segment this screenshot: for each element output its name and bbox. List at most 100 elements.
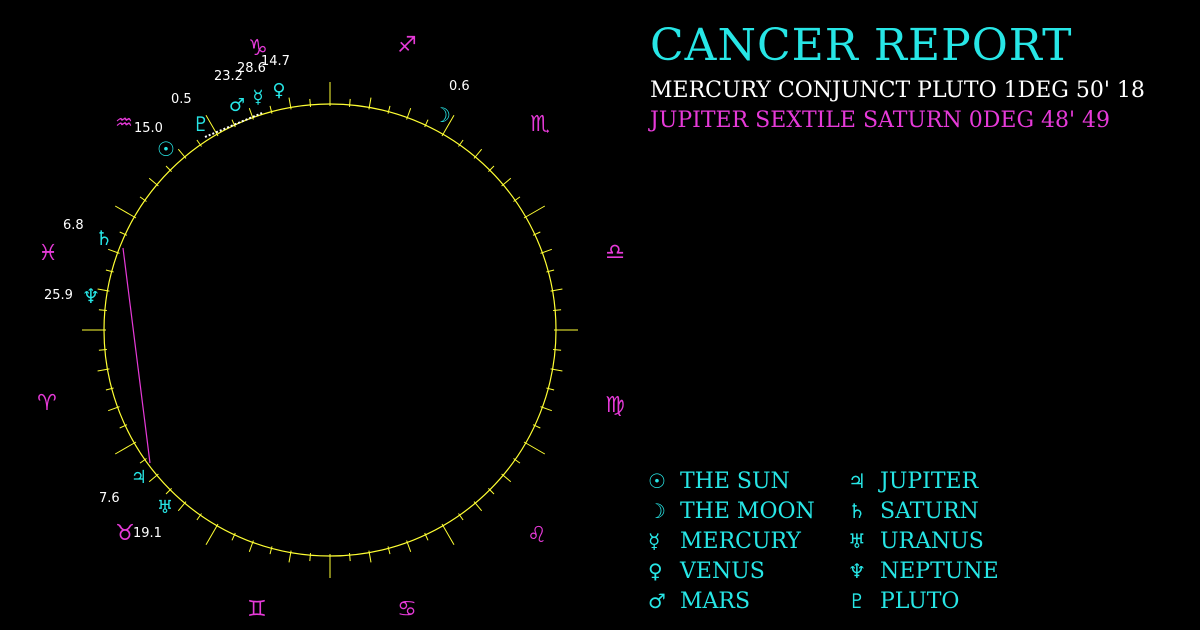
degree-tick xyxy=(231,532,236,541)
jupiter-icon: ♃ xyxy=(848,469,866,493)
legend-item-uranus: ♅ URANUS xyxy=(848,526,999,556)
sign-capricorn-icon: ♑ xyxy=(248,36,268,61)
degree-tick xyxy=(532,424,541,429)
degree-tick xyxy=(441,523,455,546)
degree-tick xyxy=(546,387,555,391)
sign-sagittarius-icon: ♐ xyxy=(397,33,417,58)
degree-tick xyxy=(387,546,391,555)
sign-leo-icon: ♌ xyxy=(527,523,547,548)
degree-tick xyxy=(205,523,219,546)
zodiac-wheel: ♈ ♉ ♊ ♋ ♌ ♍ ♎ ♏ ♐ ♑ ♒ ♓ ☉ ☽ ☿ ♀ ♂ ♃ ♄ ♅ … xyxy=(37,33,625,622)
degree-tick xyxy=(532,231,541,236)
legend-item-mercury: ☿ MERCURY xyxy=(648,526,815,556)
degree-label-neptune: 25.9 xyxy=(44,288,73,303)
planet-neptune-icon: ♆ xyxy=(82,284,100,308)
degree-label-venus: 14.7 xyxy=(261,54,290,69)
mercury-icon: ☿ xyxy=(648,529,661,553)
degree-tick xyxy=(349,553,351,562)
pluto-icon: ♇ xyxy=(848,589,866,613)
sun-icon: ☉ xyxy=(648,469,666,493)
legend-item-mars: ♂MARS xyxy=(648,586,815,616)
degree-tick xyxy=(114,441,137,455)
uranus-icon: ♅ xyxy=(848,529,866,553)
degree-tick xyxy=(424,119,429,128)
aspect-line-1: MERCURY CONJUNCT PLUTO 1DEG 50' 18 xyxy=(650,78,1145,103)
degree-tick xyxy=(165,165,172,172)
legend-label: THE SUN xyxy=(680,468,790,494)
wheel-circle xyxy=(103,103,557,557)
degree-tick xyxy=(231,119,236,128)
legend-label: THE MOON xyxy=(680,498,815,524)
degree-tick xyxy=(309,98,311,107)
saturn-icon: ♄ xyxy=(848,499,866,523)
degree-tick xyxy=(553,309,562,311)
legend-item-moon: ☽ THE MOON xyxy=(648,496,815,526)
degree-tick xyxy=(196,513,202,521)
legend-column-right: ♃ JUPITER ♄ SATURN ♅ URANUS ♆ NEPTUNE ♇ PLUTO xyxy=(848,466,999,616)
degree-tick xyxy=(458,139,464,147)
planet-mars-icon: ♂ xyxy=(229,95,245,116)
degree-tick xyxy=(114,205,137,219)
moon-icon: ☽ xyxy=(648,499,666,523)
planet-jupiter-icon: ♃ xyxy=(131,467,147,488)
legend-label: VENUS xyxy=(680,558,765,584)
degree-tick xyxy=(513,196,521,202)
aspect-line-jupiter-saturn xyxy=(122,247,151,464)
planet-venus-icon: ♀ xyxy=(272,80,285,101)
degree-tick xyxy=(196,139,202,147)
degree-tick xyxy=(546,269,555,273)
planet-moon-icon: ☽ xyxy=(433,103,451,127)
report-title: CANCER REPORT xyxy=(650,20,1073,71)
sign-cancer-icon: ♋ xyxy=(397,597,417,622)
mars-icon: ♂ xyxy=(648,589,666,613)
legend-item-sun: ☉ THE SUN xyxy=(648,466,815,496)
sign-gemini-icon: ♊ xyxy=(247,597,267,622)
degree-tick xyxy=(523,441,546,455)
legend-label: NEPTUNE xyxy=(880,558,999,584)
degree-tick xyxy=(119,231,128,236)
degree-tick xyxy=(523,205,546,219)
legend-label: SATURN xyxy=(880,498,979,524)
legend-label: PLUTO xyxy=(880,588,960,614)
legend-column-left: ☉ THE SUN ☽ THE MOON ☿ MERCURY ♀ VENUS ♂MARS xyxy=(648,466,815,616)
aspect-line-2: JUPITER SEXTILE SATURN 0DEG 48' 49 xyxy=(650,108,1111,133)
sign-taurus-icon: ♉ xyxy=(115,521,135,546)
degree-tick xyxy=(98,349,107,351)
legend-label: URANUS xyxy=(880,528,984,554)
degree-tick xyxy=(441,114,455,137)
degree-label-uranus: 19.1 xyxy=(133,526,162,541)
degree-tick xyxy=(349,98,351,107)
degree-tick xyxy=(424,532,429,541)
degree-tick xyxy=(165,488,172,495)
legend-item-venus: ♀ VENUS xyxy=(648,556,815,586)
sign-pisces-icon: ♓ xyxy=(38,241,58,266)
degree-label-mars: 23.2 xyxy=(214,69,243,84)
legend-label: MERCURY xyxy=(680,528,801,554)
degree-tick xyxy=(98,309,107,311)
degree-tick xyxy=(553,349,562,351)
degree-tick xyxy=(269,546,273,555)
sign-libra-icon: ♎ xyxy=(605,240,625,265)
degree-tick xyxy=(105,269,114,273)
planet-mercury-icon: ☿ xyxy=(252,87,263,108)
planet-saturn-icon: ♄ xyxy=(95,226,113,250)
degree-tick xyxy=(269,105,273,114)
venus-icon: ♀ xyxy=(648,559,663,583)
legend-item-jupiter: ♃ JUPITER xyxy=(848,466,999,496)
legend-label: JUPITER xyxy=(880,468,979,494)
planet-uranus-icon: ♅ xyxy=(157,497,173,518)
degree-tick xyxy=(488,488,495,495)
degree-tick xyxy=(139,196,147,202)
degree-label-aquarius: 15.0 xyxy=(134,121,163,136)
legend-item-pluto: ♇ PLUTO xyxy=(848,586,999,616)
legend-item-saturn: ♄ SATURN xyxy=(848,496,999,526)
neptune-icon: ♆ xyxy=(848,559,866,583)
degree-tick xyxy=(309,553,311,562)
degree-tick xyxy=(205,114,219,137)
degree-tick xyxy=(105,387,114,391)
degree-tick xyxy=(513,458,521,464)
degree-label-mercury: 28.6 xyxy=(237,61,266,76)
planet-sun-icon: ☉ xyxy=(157,137,175,161)
legend-item-neptune: ♆ NEPTUNE xyxy=(848,556,999,586)
sign-scorpio-icon: ♏ xyxy=(530,112,550,137)
